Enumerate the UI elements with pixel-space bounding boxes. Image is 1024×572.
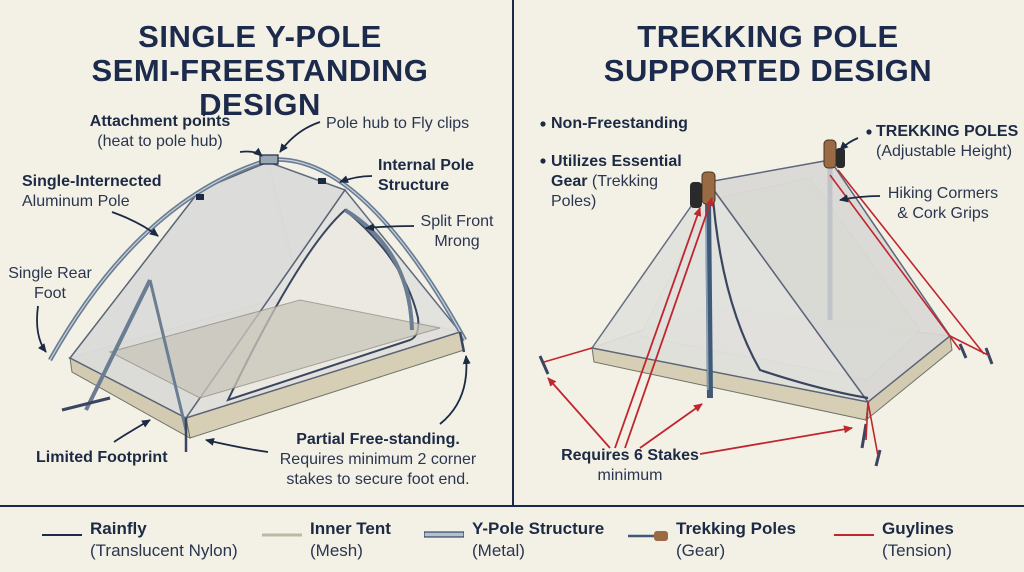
split-front-pole <box>343 208 414 331</box>
label-non-freestanding: Non-Freestanding <box>551 115 688 132</box>
fly-clip-2 <box>318 178 326 184</box>
label-single-pole: Single-Internected Aluminum Pole <box>22 173 162 210</box>
rear-pole-cork-grip <box>823 139 837 169</box>
left-title-line1: SINGLE Y-POLE <box>138 19 382 54</box>
center-divider <box>512 0 514 505</box>
right-callout-arrows <box>547 137 881 455</box>
arrow-trekking-poles <box>839 137 859 151</box>
arrow-single-pole <box>111 211 159 237</box>
bullet-nonfree <box>540 121 546 127</box>
stake-bottom <box>874 449 882 467</box>
stake-left <box>538 355 550 375</box>
arrow-pole-hub <box>279 121 321 153</box>
arrow-stakes-3 <box>624 197 714 449</box>
arrow-rear-foot <box>36 305 47 353</box>
arrow-attachment <box>239 147 263 157</box>
arrow-hiking-corners <box>839 194 881 203</box>
label-utilizes-gear: Utilizes Essential Gear (Trekking Poles) <box>551 153 682 210</box>
arrow-stakes-1 <box>547 377 611 449</box>
label-internal-pole: Internal Pole Structure <box>378 157 475 194</box>
guyline-front <box>865 401 869 441</box>
front-trekking-pole <box>705 195 713 399</box>
inner-mesh-floor <box>108 299 441 399</box>
rear-pole-strap <box>836 148 845 168</box>
rear-foot-pole-2 <box>148 279 188 431</box>
beige-line-icon <box>262 533 302 537</box>
right-title-line2: SUPPORTED DESIGN <box>603 53 933 88</box>
right-door-curve <box>710 185 869 400</box>
label-single-rear-foot: Single Rear Foot <box>8 265 92 302</box>
left-title: SINGLE Y-POLE SEMI-FREESTANDING DESIGN <box>40 20 480 122</box>
red-line-icon <box>834 534 874 536</box>
legend: Rainfly(Translucent Nylon) Inner Tent(Me… <box>0 516 1024 572</box>
navy-line-icon <box>42 534 82 536</box>
label-pole-hub: Pole hub to Fly clips <box>326 115 470 132</box>
right-corner-stake <box>458 331 466 353</box>
utilizes-paren-1: (Trekking <box>591 173 659 190</box>
fly-clip-1 <box>196 194 204 200</box>
front-pole-strap <box>690 182 702 208</box>
guyline-front-2 <box>867 401 879 457</box>
arrow-split-front <box>365 223 415 232</box>
rear-foot-pole <box>84 279 152 411</box>
trekking-pole-icon <box>628 531 668 541</box>
stake-right-2 <box>958 343 968 359</box>
arrow-limited <box>113 419 151 443</box>
legend-divider <box>0 505 1024 507</box>
guyline-left <box>543 347 593 363</box>
pole-line-icon <box>424 531 464 538</box>
right-title-line1: TREKKING POLE <box>637 19 899 54</box>
trekking-pole-tent <box>538 139 994 467</box>
pole-hub <box>259 154 279 165</box>
right-title: TREKKING POLE SUPPORTED DESIGN <box>548 20 988 88</box>
front-pole-highlight <box>705 214 709 391</box>
arrow-partial-2 <box>439 355 471 425</box>
left-title-line2: SEMI-FREESTANDING DESIGN <box>91 53 429 122</box>
label-hiking-corners: Hiking Cormers & Cork Grips <box>887 185 999 222</box>
rear-foot-stake <box>61 396 111 412</box>
label-trekking-poles: TREKKING POLES (Adjustable Height) <box>876 123 1019 160</box>
y-pole-tent <box>48 154 467 452</box>
bullet-trekking <box>866 129 872 135</box>
front-pole-cork-grip <box>701 171 716 205</box>
tent-diagram <box>36 121 994 467</box>
guyline-rear-top <box>837 169 985 355</box>
label-attachment-points: Attachment points (heat to pole hub) <box>89 113 231 150</box>
stake-front <box>860 423 868 449</box>
label-limited-footprint: Limited Footprint <box>36 449 168 466</box>
label-partial-freestanding: Partial Free-standing. Requires minimum … <box>279 431 477 488</box>
utilizes-paren-2: Poles) <box>551 193 597 210</box>
utilizes-gear-word: Gear <box>551 173 588 190</box>
arrow-stakes-5 <box>699 425 853 455</box>
left-callout-arrows <box>36 121 471 453</box>
arrow-internal <box>339 175 373 183</box>
arrow-stakes-4 <box>639 403 703 449</box>
arrow-partial <box>205 437 269 453</box>
bullet-utilizes <box>540 158 546 164</box>
guyline-rear-top-2 <box>829 174 961 351</box>
guylines <box>543 169 991 457</box>
guyline-right-corner <box>949 335 991 357</box>
label-requires-stakes: Requires 6 Stakes minimum <box>561 447 699 484</box>
arrow-stakes-2 <box>614 207 702 449</box>
label-split-front: Split Front Mrong <box>420 213 494 250</box>
